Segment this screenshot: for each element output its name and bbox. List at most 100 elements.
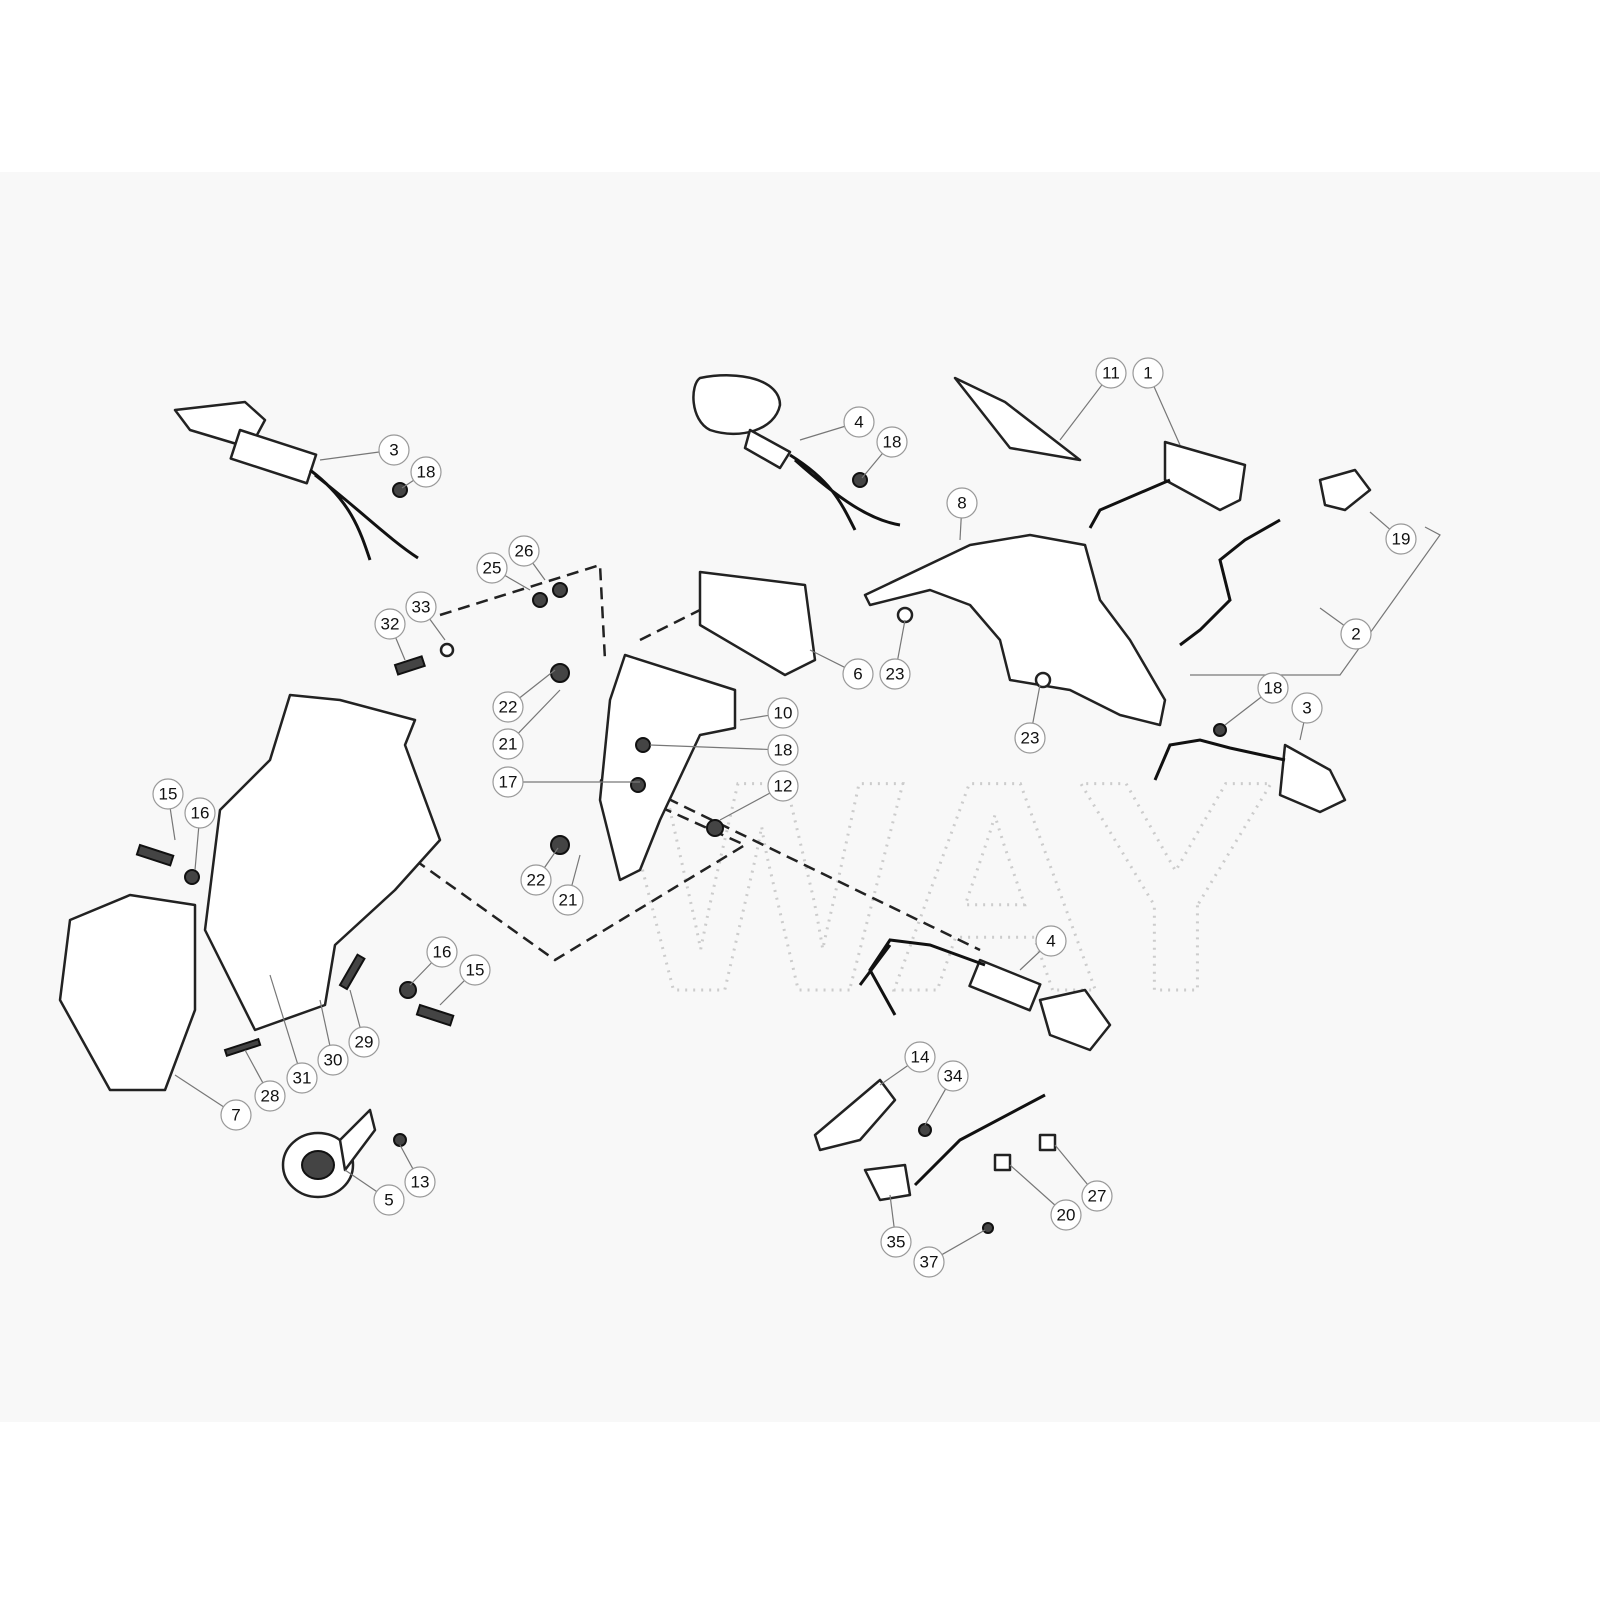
callout-circle xyxy=(843,406,875,438)
callout-leader xyxy=(941,1229,986,1256)
callout-number: 30 xyxy=(324,1051,343,1070)
callout-circle xyxy=(492,691,524,723)
callout-circle xyxy=(1050,1199,1082,1231)
callout-35: 35 xyxy=(880,1226,912,1258)
callout-21: 21 xyxy=(492,728,524,760)
callout-number: 15 xyxy=(466,961,485,980)
callout-leader xyxy=(401,479,414,489)
callout-number: 1 xyxy=(1143,364,1152,383)
instrument-panel xyxy=(698,570,817,677)
callout-leader xyxy=(799,425,845,441)
callout-34: 34 xyxy=(937,1060,969,1092)
callout-16: 16 xyxy=(426,936,458,968)
callout-number: 18 xyxy=(883,433,902,452)
callout-circle xyxy=(880,1226,912,1258)
callout-leader xyxy=(194,827,200,871)
callout-18: 18 xyxy=(876,426,908,458)
callout-circle xyxy=(459,954,491,986)
license-light xyxy=(1179,468,1372,647)
callout-circle xyxy=(508,535,540,567)
callout-number: 21 xyxy=(559,891,578,910)
callout-number: 22 xyxy=(499,698,518,717)
callout-16: 16 xyxy=(184,797,216,829)
callout-circle xyxy=(492,728,524,760)
callout-3: 3 xyxy=(378,434,410,466)
callout-leader xyxy=(1009,1164,1056,1206)
mirror xyxy=(692,374,901,531)
callout-number: 26 xyxy=(515,542,534,561)
callout-leader xyxy=(739,714,769,721)
callout-number: 20 xyxy=(1057,1206,1076,1225)
callout-number: 16 xyxy=(433,943,452,962)
callout-number: 4 xyxy=(854,413,863,432)
callout-number: 10 xyxy=(774,704,793,723)
callout-32: 32 xyxy=(374,608,406,640)
callout-number: 37 xyxy=(920,1253,939,1272)
callout-circle xyxy=(254,1080,286,1112)
callout-7: 7 xyxy=(220,1099,252,1131)
callout-circle xyxy=(286,1062,318,1094)
callout-22: 22 xyxy=(492,691,524,723)
callout-leader xyxy=(169,808,176,841)
callout-27: 27 xyxy=(1081,1180,1113,1212)
callout-23: 23 xyxy=(879,658,911,690)
callout-circle xyxy=(317,1044,349,1076)
callout-leader xyxy=(269,974,299,1064)
callout-number: 6 xyxy=(853,665,862,684)
callout-leader xyxy=(344,1169,377,1193)
callout-leader xyxy=(174,1074,224,1108)
callout-number: 4 xyxy=(1046,932,1055,951)
callout-18: 18 xyxy=(767,734,799,766)
callout-2: 2 xyxy=(1340,618,1372,650)
callout-leader xyxy=(504,574,531,591)
callout-31: 31 xyxy=(286,1062,318,1094)
callout-number: 21 xyxy=(499,735,518,754)
front-fairing xyxy=(203,693,442,1032)
callout-25: 25 xyxy=(476,552,508,584)
callout-leader xyxy=(319,451,380,461)
callout-leader xyxy=(571,854,581,886)
callout-leader xyxy=(959,517,962,541)
callout-circle xyxy=(1014,722,1046,754)
callout-20: 20 xyxy=(1050,1199,1082,1231)
callout-leader xyxy=(924,1088,947,1126)
callout-3: 3 xyxy=(1291,692,1323,724)
callout-26: 26 xyxy=(508,535,540,567)
callout-number: 25 xyxy=(483,559,502,578)
fasteners xyxy=(135,472,1227,1234)
watermark: WAY xyxy=(620,718,1276,1054)
callout-leader xyxy=(889,1194,895,1228)
callout-number: 16 xyxy=(191,804,210,823)
callout-leader xyxy=(1299,722,1305,741)
callout-1: 1 xyxy=(1132,357,1164,389)
callout-number: 7 xyxy=(231,1106,240,1125)
callout-circle xyxy=(374,608,406,640)
callout-number: 17 xyxy=(499,773,518,792)
rear-lamp xyxy=(1088,440,1247,529)
callout-15: 15 xyxy=(459,954,491,986)
rear-right-indicator xyxy=(1153,738,1347,814)
callout-leader xyxy=(399,1144,414,1170)
callout-circle xyxy=(426,936,458,968)
callout-circle xyxy=(220,1099,252,1131)
callout-circle xyxy=(937,1060,969,1092)
callout-circle xyxy=(520,864,552,896)
callout-8: 8 xyxy=(946,487,978,519)
callout-13: 13 xyxy=(404,1166,436,1198)
callout-circle xyxy=(476,552,508,584)
callout-leader xyxy=(1054,1144,1088,1185)
callout-37: 37 xyxy=(913,1246,945,1278)
callout-leader xyxy=(1369,511,1391,530)
callout-leader xyxy=(1019,950,1041,971)
callout-circle xyxy=(1081,1180,1113,1212)
callout-number: 33 xyxy=(412,598,431,617)
callout-5: 5 xyxy=(373,1184,405,1216)
callout-number: 12 xyxy=(774,777,793,796)
callout-number: 3 xyxy=(1302,699,1311,718)
callout-circle xyxy=(373,1184,405,1216)
callout-leader xyxy=(861,453,883,479)
callout-circle xyxy=(1035,925,1067,957)
callout-14: 14 xyxy=(904,1041,936,1073)
